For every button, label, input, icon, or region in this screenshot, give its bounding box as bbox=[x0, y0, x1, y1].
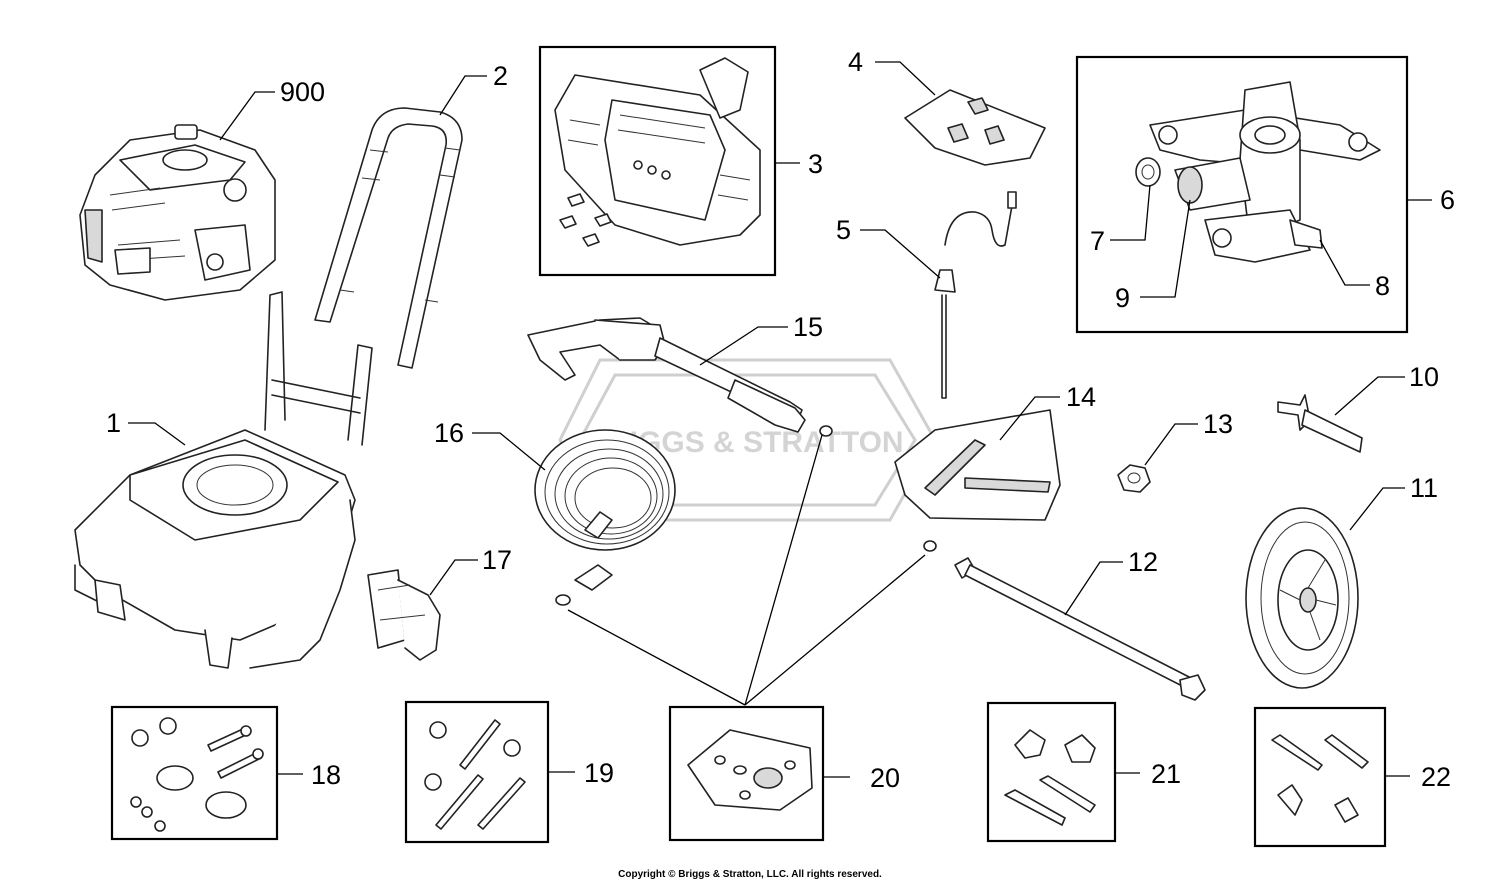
box-seal-kit-20 bbox=[668, 705, 825, 842]
callout-2: 2 bbox=[493, 61, 508, 91]
box-pump bbox=[1075, 55, 1409, 334]
box-control-panel bbox=[538, 45, 777, 277]
part-hardware-18[interactable] bbox=[130, 717, 264, 832]
callout-6: 6 bbox=[1440, 185, 1455, 215]
callout-leaders bbox=[128, 61, 1432, 778]
callout-10: 10 bbox=[1409, 362, 1439, 392]
callout-7: 7 bbox=[1090, 226, 1105, 256]
kit-leaders bbox=[567, 434, 926, 706]
part-wheel[interactable] bbox=[1245, 507, 1359, 689]
part-axle-bolt[interactable] bbox=[1277, 394, 1363, 453]
box-hardware-22 bbox=[1253, 706, 1387, 848]
box-hardware-21 bbox=[986, 701, 1117, 843]
box-hardware-19 bbox=[404, 700, 550, 844]
part-nozzle-kit[interactable] bbox=[904, 89, 1046, 166]
callout-12: 12 bbox=[1128, 547, 1158, 577]
part-handle[interactable] bbox=[314, 107, 463, 369]
callout-15: 15 bbox=[793, 312, 823, 342]
part-nut[interactable] bbox=[1117, 464, 1151, 493]
callout-21: 21 bbox=[1151, 759, 1181, 789]
part-hardware-19[interactable] bbox=[424, 719, 526, 830]
part-accessory-bag[interactable] bbox=[894, 409, 1061, 521]
callout-900: 900 bbox=[280, 77, 325, 107]
callout-1: 1 bbox=[106, 408, 121, 438]
callout-5: 5 bbox=[836, 215, 851, 245]
callout-11: 11 bbox=[1410, 473, 1438, 503]
callout-22: 22 bbox=[1421, 762, 1451, 792]
part-hose[interactable] bbox=[534, 429, 676, 606]
part-hardware-21[interactable] bbox=[1004, 729, 1096, 826]
box-hardware-18 bbox=[110, 705, 279, 841]
callout-labels: 900 2 3 4 6 5 7 9 8 15 10 1 14 13 16 11 … bbox=[106, 47, 1455, 793]
part-hardware-22[interactable] bbox=[1271, 734, 1369, 823]
part-spray-gun[interactable] bbox=[527, 317, 833, 437]
callout-13: 13 bbox=[1203, 409, 1233, 439]
part-control-panel[interactable] bbox=[554, 57, 761, 247]
copyright-text: Copyright © Briggs & Stratton, LLC. All … bbox=[618, 869, 882, 880]
callout-9: 9 bbox=[1115, 283, 1130, 313]
callout-14: 14 bbox=[1066, 382, 1096, 412]
callout-8: 8 bbox=[1375, 271, 1390, 301]
callout-20: 20 bbox=[870, 763, 900, 793]
callout-18: 18 bbox=[311, 760, 341, 790]
part-frame[interactable] bbox=[74, 291, 373, 669]
callout-17: 17 bbox=[482, 545, 512, 575]
part-unloader-cable[interactable] bbox=[934, 191, 1017, 399]
part-spray-lance[interactable] bbox=[923, 540, 1206, 701]
part-seal-kit-20[interactable] bbox=[687, 729, 813, 811]
part-holder[interactable] bbox=[367, 569, 441, 661]
callout-19: 19 bbox=[584, 758, 614, 788]
callout-16: 16 bbox=[434, 418, 464, 448]
callout-3: 3 bbox=[808, 149, 823, 179]
part-engine[interactable] bbox=[79, 124, 276, 301]
part-pump[interactable] bbox=[1135, 81, 1381, 263]
callout-4: 4 bbox=[848, 47, 863, 77]
